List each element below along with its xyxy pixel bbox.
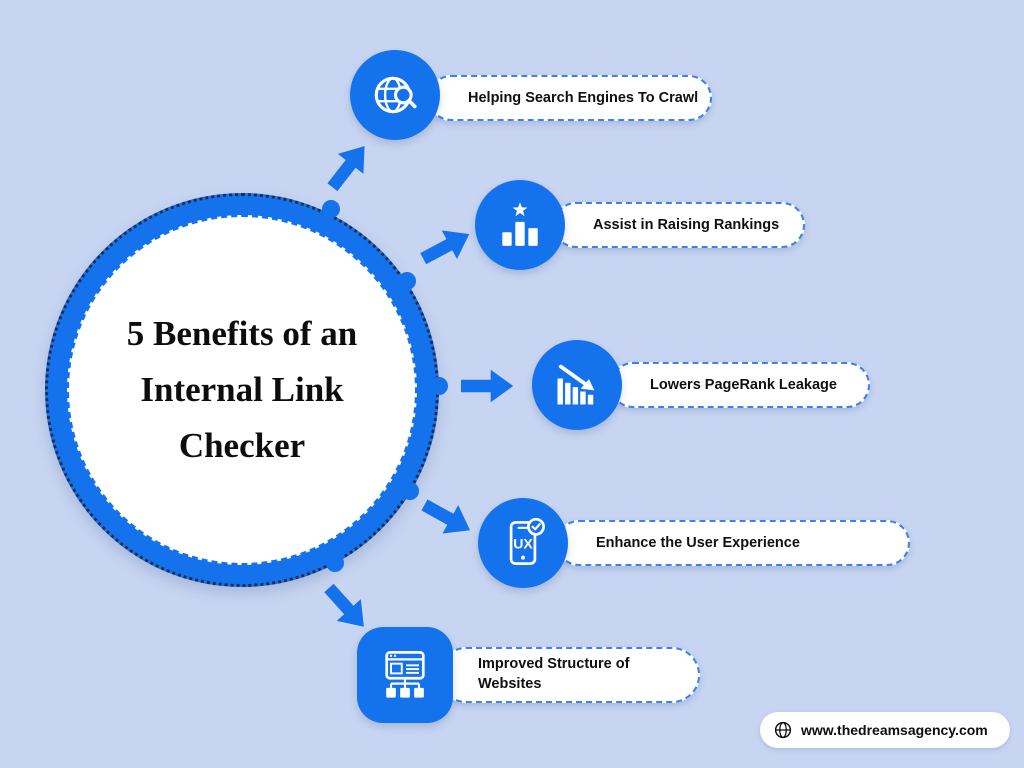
benefit-label-2: Assist in Raising Rankings <box>553 202 805 248</box>
benefit-label-1: Helping Search Engines To Crawl <box>428 75 712 121</box>
svg-text:UX: UX <box>513 535 533 551</box>
connector-dot <box>398 272 416 290</box>
title-line-2: Internal Link <box>140 370 344 409</box>
declining-chart-icon <box>532 340 622 430</box>
arrow-to-benefit-4 <box>415 488 481 547</box>
benefit-label-5-text: Improved Structure of Websites <box>478 656 630 692</box>
connector-dot <box>430 377 448 395</box>
benefit-label-1-text: Helping Search Engines To Crawl <box>468 90 699 106</box>
title-line-1: 5 Benefits of an <box>126 314 358 353</box>
connector-dot <box>326 554 344 572</box>
arrow-to-benefit-5 <box>315 575 379 641</box>
benefit-label-3-text: Lowers PageRank Leakage <box>650 377 837 393</box>
website-url: www.thedreamsagency.com <box>801 722 988 738</box>
globe-search-icon <box>350 50 440 140</box>
benefit-label-4-text: Enhance the User Experience <box>596 535 800 551</box>
benefit-label-4: Enhance the User Experience <box>556 520 910 566</box>
arrow-to-benefit-1 <box>317 133 380 199</box>
globe-icon <box>774 721 792 739</box>
arrow-to-benefit-2 <box>414 217 480 276</box>
title-line-3: Checker <box>178 426 306 465</box>
infographic-title: 5 Benefits of an Internal Link Checker <box>127 306 357 474</box>
benefit-label-5: Improved Structure of Websites <box>438 647 700 703</box>
website-structure-icon <box>357 627 453 723</box>
arrow-to-benefit-3 <box>461 367 515 405</box>
benefit-label-2-text: Assist in Raising Rankings <box>593 217 780 233</box>
connector-dot <box>401 482 419 500</box>
connector-dot <box>322 200 340 218</box>
ux-phone-icon: UX <box>478 498 568 588</box>
ranking-podium-icon <box>475 180 565 270</box>
central-hub-inner-circle: 5 Benefits of an Internal Link Checker <box>67 215 417 565</box>
benefit-label-3: Lowers PageRank Leakage <box>610 362 870 408</box>
website-badge: www.thedreamsagency.com <box>760 712 1010 748</box>
central-hub-circle: 5 Benefits of an Internal Link Checker <box>45 193 439 587</box>
